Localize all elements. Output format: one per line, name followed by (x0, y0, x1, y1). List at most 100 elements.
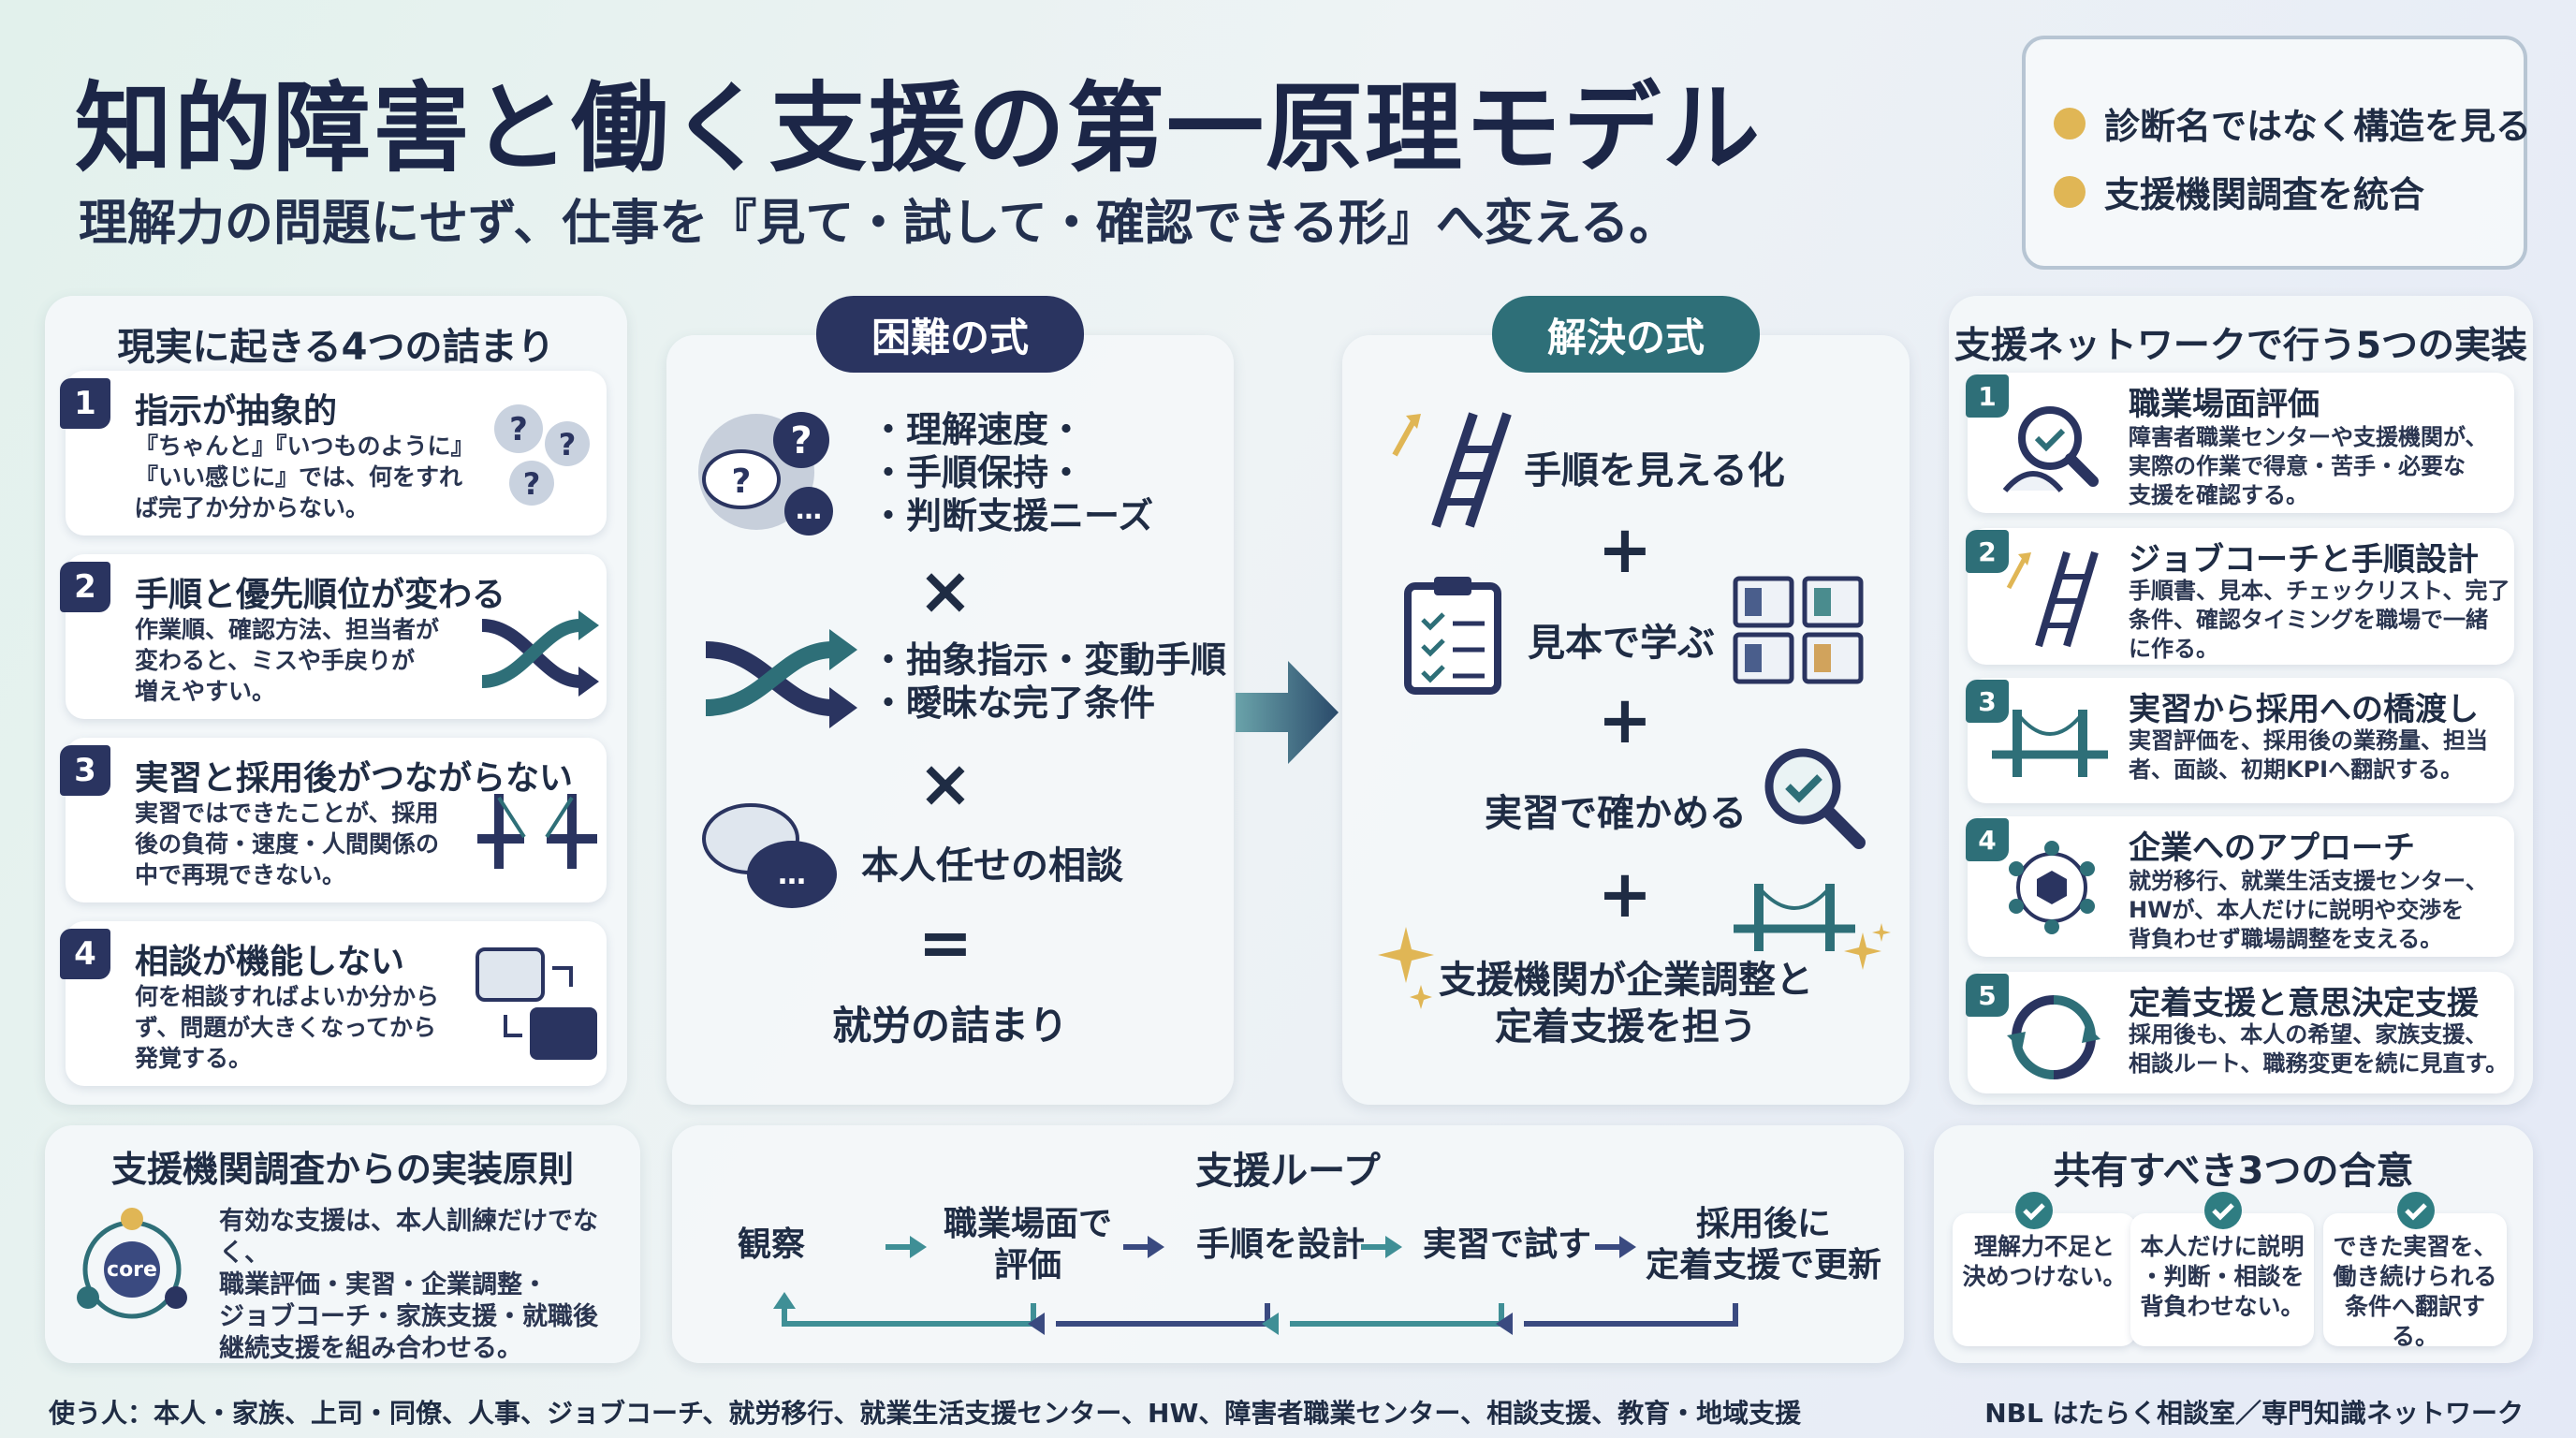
blocker-body: 何を相談すればよいか分からず、問題が大きくなってから発覚する。 (135, 983, 440, 1072)
core-label: core (107, 1258, 157, 1282)
sparkle-icon (1378, 927, 1434, 1009)
blockers-panel: 現実に起きる4つの詰まり 1 指示が抽象的 『ちゃんと』『いつものように』『いい… (45, 296, 627, 1105)
bridge-icon (1992, 710, 2108, 777)
blocker-title: 指示が抽象的 (135, 392, 338, 431)
blocker-title: 実習と採用後がつながらない (135, 759, 574, 798)
svg-text:?: ? (523, 466, 541, 502)
footer-credit: NBL はたらく相談室／専門知識ネットワーク (1984, 1398, 2524, 1429)
svg-text:?: ? (790, 419, 812, 462)
solution-step: 見本で学ぶ (1528, 622, 1715, 665)
check-icon (2204, 1192, 2242, 1229)
solution-panel (1342, 335, 1910, 1105)
implementation-title-text: 定着支援と意思決定支援 (2129, 985, 2479, 1022)
support-loop-title: 支援ループ (1195, 1150, 1381, 1193)
blocker-body: 『ちゃんと』『いつものように』『いい感じに』では、何をすれば完了か分からない。 (135, 433, 475, 521)
bridge-icon (1734, 884, 1855, 951)
checklist-icon (1404, 577, 1501, 695)
difficulty-group-2: ・抽象指示・変動手順・曖昧な完了条件 (871, 639, 1227, 724)
step-number: 5 (1966, 974, 2009, 1017)
network-cube-icon (2009, 841, 2095, 934)
equals-operator: = (917, 904, 973, 981)
tag-box: 診断名ではなく構造を見る 支援機関調査を統合 (2022, 36, 2531, 270)
question-bubbles-icon: ? ? ? (494, 404, 590, 506)
difficulty-group-1: ・理解速度・・手順保持・・判断支援ニーズ (871, 409, 1154, 536)
step-number: 3 (1966, 680, 2009, 723)
blocker-body: 作業順、確認方法、担当者が変わると、ミスや手戻りが増えやすい。 (135, 616, 440, 705)
blocker-title: 手順と優先順位が変わる (135, 576, 506, 614)
step-number: 3 (60, 745, 110, 796)
loop-step: 職業場面で評価 (943, 1205, 1112, 1284)
cycle-arrows-icon (2007, 995, 2100, 1079)
solution-pill: 解決の式 (1492, 296, 1760, 373)
ladder-icon (2006, 550, 2099, 648)
bullet-dot-icon (2054, 175, 2086, 208)
loop-step: 実習で試す (1422, 1225, 1591, 1264)
page-subtitle: 理解力の問題にせず、仕事を『見て・試して・確認できる形』へ変える。 (79, 196, 1678, 252)
implementation-title-text: ジョブコーチと手順設計 (2129, 541, 2479, 579)
implementation-card: 3 実習から採用への橋渡し 実習評価を、採用後の業務量、担当者、面談、初期KPI… (1966, 678, 2514, 803)
loop-arrows (773, 1236, 1738, 1335)
implementation-title-text: 職業場面評価 (2129, 386, 2320, 423)
step-number: 1 (1966, 374, 2009, 418)
blockers-title: 現実に起きる4つの詰まり (117, 326, 555, 369)
plus-operator: + (1597, 682, 1653, 758)
support-loop-panel: 支援ループ 観察 職業場面で評価 手順を設計 実習で試す 採用後に定着支援で更新 (672, 1125, 1904, 1363)
blocker-title: 相談が機能しない (135, 943, 405, 981)
footer-users: 使う人：本人・家族、上司・同僚、人事、ジョブコーチ、就労移行、就業生活支援センタ… (49, 1398, 1802, 1429)
principle-body: 有効な支援は、本人訓練だけでなく、職業評価・実習・企業調整・ジョブコーチ・家族支… (219, 1207, 598, 1363)
difficulty-result: 就労の詰まり (831, 1003, 1068, 1049)
principle-panel: 支援機関調査からの実装原則 core 有効な支援は、本人訓練だけでなく、職業評価… (45, 1125, 640, 1363)
agreements-title: 共有すべき3つの合意 (2053, 1150, 2414, 1193)
chat-bubbles-icon (476, 947, 597, 1060)
implementation-body: 障害者職業センターや支援機関が、実際の作業で得意・苦手・必要な支援を確認する。 (2129, 424, 2488, 508)
blocker-card: 1 指示が抽象的 『ちゃんと』『いつものように』『いい感じに』では、何をすれば完… (60, 371, 607, 536)
step-number: 4 (60, 929, 110, 979)
implementation-title-text: 実習から採用への橋渡し (2129, 691, 2479, 728)
magnifier-check-icon (1764, 748, 1866, 849)
blocker-card: 3 実習と採用後がつながらない 実習ではできたことが、採用後の負荷・速度・人間関… (60, 738, 607, 902)
step-number: 2 (1966, 530, 2009, 573)
check-icon (2015, 1192, 2053, 1229)
loop-step: 採用後に定着支援で更新 (1645, 1205, 1881, 1284)
plus-operator: + (1597, 856, 1653, 932)
implementation-title-text: 企業へのアプローチ (2129, 829, 2415, 867)
broken-bridge-icon (477, 794, 597, 869)
solution-step: 手順を見える化 (1524, 449, 1785, 492)
page-title: 知的障害と働く支援の第一原理モデル (75, 71, 1763, 185)
loop-step: 手順を設計 (1195, 1225, 1365, 1264)
implementation-body: 実習評価を、採用後の業務量、担当者、面談、初期KPIへ翻訳する。 (2129, 727, 2488, 783)
tag-row: 診断名ではなく構造を見る (2054, 97, 2531, 149)
implementation-title: 支援ネットワークで行う5つの実装 (1954, 325, 2528, 367)
plus-operator: + (1597, 511, 1653, 588)
shuffle-arrows-icon (481, 610, 599, 697)
blocker-body: 実習ではできたことが、採用後の負荷・速度・人間関係の中で再現できない。 (135, 800, 440, 888)
implementation-card: 4 企業へのアプローチ 就労移行、就業生活支援センター、HWが、本人だけに説明や… (1966, 816, 2514, 957)
svg-text:…: … (796, 494, 822, 525)
solution-step: 実習で確かめる (1485, 792, 1747, 835)
confused-head-icon: ? ? … (698, 412, 833, 536)
agreement-card: できた実習を、働き続けられる条件へ翻訳する。 (2323, 1213, 2507, 1350)
implementation-body: 採用後も、本人の希望、家族支援、相談ルート、職務変更を続に見直す。 (2129, 1021, 2509, 1077)
evaluation-magnifier-icon (2002, 406, 2099, 492)
implementation-body: 就労移行、就業生活支援センター、HWが、本人だけに説明や交渉を背負わせず職場調整… (2129, 868, 2488, 952)
agreement-card: 本人だけに説明・判断・相談を背負わせない。 (2130, 1213, 2314, 1346)
implementation-panel: 支援ネットワークで行う5つの実装 1 職業場面評価 障害者職業センターや支援機関… (1949, 296, 2533, 1105)
tag-label: 診断名ではなく構造を見る (2104, 106, 2532, 147)
implementation-body: 手順書、見本、チェックリスト、完了条件、確認タイミングを職場で一緒に作る。 (2129, 578, 2510, 662)
svg-text:…: … (778, 858, 806, 891)
tag-label: 支援機関調査を統合 (2104, 174, 2425, 215)
chat-bubbles-icon: … (702, 803, 837, 908)
blocker-card: 2 手順と優先順位が変わる 作業順、確認方法、担当者が変わると、ミスや手戻りが増… (60, 554, 607, 719)
step-number: 1 (60, 378, 110, 429)
blocker-card: 4 相談が機能しない 何を相談すればよいか分からず、問題が大きくなってから発覚す… (60, 921, 607, 1086)
agreement-card: 理解力不足と決めつけない。 (1953, 1213, 2136, 1346)
principle-title: 支援機関調査からの実装原則 (110, 1149, 574, 1190)
times-operator: × (917, 745, 973, 822)
sample-cards-icon (1733, 576, 1864, 684)
svg-text:?: ? (509, 411, 528, 448)
implementation-card: 1 職業場面評価 障害者職業センターや支援機関が、実際の作業で得意・苦手・必要な… (1966, 373, 2514, 513)
times-operator: × (917, 552, 973, 629)
difficulty-group-3: 本人任せの相談 (861, 844, 1123, 888)
solution-step-final: 支援機関が企業調整と定着支援を担う (1439, 959, 1813, 1049)
difficulty-pill: 困難の式 (816, 296, 1084, 373)
